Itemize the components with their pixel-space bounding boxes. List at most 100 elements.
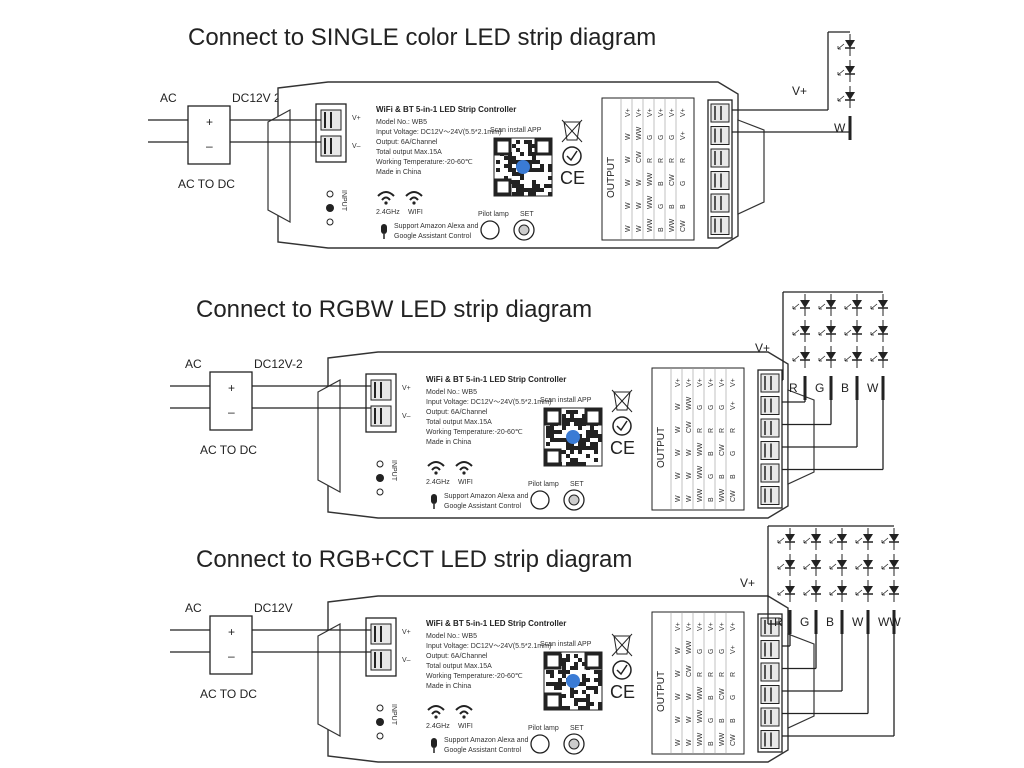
output-cell: R — [697, 672, 704, 677]
spec-line: Input Voltage: DC12V～24V(5.5*2.1mm) — [426, 643, 551, 650]
channel-bar — [892, 610, 896, 634]
output-cell: B — [708, 695, 715, 700]
terminal-screw — [710, 171, 730, 190]
output-cell: G — [669, 135, 676, 140]
output-cell: CW — [686, 421, 693, 433]
terminal-screw — [760, 662, 780, 682]
diagram-title: Connect to SINGLE color LED strip diagra… — [188, 24, 656, 51]
led-strip: W — [834, 34, 855, 140]
output-cell: CW — [719, 688, 726, 700]
microphone-icon — [431, 494, 437, 504]
voice-support-line: Google Assistant Control — [444, 503, 521, 510]
qr-finder — [534, 138, 552, 156]
plus-sign: + — [206, 115, 213, 129]
ac-label: AC — [160, 91, 177, 105]
spec-line: Input Voltage: DC12V～24V(5.5*2.1mm) — [376, 129, 501, 136]
vplus-out-label: V+ — [740, 576, 755, 590]
output-cell: W — [625, 133, 632, 140]
output-cell: B — [658, 227, 665, 232]
output-cell: V+ — [730, 645, 737, 654]
minus-sign: – — [206, 139, 213, 153]
output-cell: WW — [719, 732, 726, 746]
spec-line: Output: 6A/Channel — [376, 139, 438, 146]
vplus-in-label: V+ — [402, 629, 411, 636]
channel-label: G — [800, 615, 809, 629]
output-cell: W — [686, 449, 693, 456]
vplus-out-label: V+ — [755, 341, 770, 355]
converter-label: AC TO DC — [200, 687, 257, 701]
output-table — [651, 611, 745, 755]
output-cell: G — [708, 649, 715, 654]
output-cell: W — [686, 495, 693, 502]
terminal-screw — [710, 103, 730, 123]
output-cell: V+ — [730, 622, 737, 631]
voice-support-line: Google Assistant Control — [444, 747, 521, 754]
wifi-icon — [455, 461, 473, 467]
output-cell: V+ — [669, 108, 676, 117]
terminal-screw — [760, 441, 780, 460]
output-cell: R — [730, 428, 737, 433]
vminus-in-label: V– — [402, 657, 411, 664]
output-cell: W — [675, 495, 682, 502]
right-mount — [787, 633, 815, 729]
spec-line: Output: 6A/Channel — [426, 653, 488, 660]
vminus-in-label: V– — [352, 143, 361, 150]
output-cell: W — [625, 156, 632, 163]
output-cell: R — [708, 672, 715, 677]
wifi-icon — [427, 705, 445, 711]
output-cell: W — [675, 693, 682, 700]
output-cell: G — [680, 181, 687, 186]
output-cell: V+ — [686, 622, 693, 631]
channel-label: W — [867, 381, 879, 395]
controller-heading: WiFi & BT 5-in-1 LED Strip Controller — [426, 375, 566, 384]
output-cell: WW — [697, 465, 704, 479]
output-cell: V+ — [680, 108, 687, 117]
qr-finder — [494, 178, 512, 196]
pilot-lamp — [530, 490, 550, 510]
input-label: INPUT — [390, 704, 397, 726]
spec-line: Total output Max.15A — [426, 663, 492, 670]
terminal-screw — [760, 396, 780, 415]
voice-support-line: Support Amazon Alexa and — [444, 493, 529, 500]
output-cell: G — [730, 695, 737, 700]
output-cell: W — [675, 647, 682, 654]
set-label: SET — [570, 725, 584, 732]
wifi-label: WIFI — [458, 723, 473, 730]
ce-mark: CE — [610, 438, 635, 458]
terminal-screw — [760, 730, 780, 749]
output-cell: R — [680, 158, 687, 163]
output-cell: W — [675, 403, 682, 410]
plus-sign: + — [228, 381, 235, 395]
output-table — [601, 97, 695, 241]
qr-finder — [544, 692, 562, 710]
output-cell: B — [719, 718, 726, 723]
output-cell: B — [730, 474, 737, 479]
output-cell: CW — [686, 665, 693, 677]
qr-app-logo — [566, 430, 580, 444]
spec-line: Model No.: WB5 — [426, 633, 477, 640]
channel-label: G — [815, 381, 824, 395]
output-cell: G — [719, 405, 726, 410]
terminal-screw — [710, 148, 730, 168]
output-cell: W — [675, 426, 682, 433]
output-cell: R — [708, 428, 715, 433]
output-cell: CW — [636, 151, 643, 163]
pilot-lamp — [480, 220, 500, 240]
output-cell: R — [658, 158, 665, 163]
output-cell: G — [719, 649, 726, 654]
spec-line: Made in China — [426, 683, 471, 690]
section-1: Connect to SINGLE color LED strip diagra… — [148, 24, 855, 249]
qr-finder — [494, 138, 512, 156]
wifi-label: WIFI — [408, 209, 423, 216]
output-cell: WW — [686, 640, 693, 654]
channel-bar — [788, 610, 792, 634]
output-cell: B — [730, 718, 737, 723]
output-cell: W — [625, 225, 632, 232]
channel-label: R — [789, 381, 798, 395]
channel-label: R — [774, 615, 783, 629]
terminal-screw — [760, 463, 780, 483]
weee-bin-icon — [613, 635, 631, 655]
output-terminal — [757, 613, 783, 753]
terminal-screw — [760, 685, 780, 704]
